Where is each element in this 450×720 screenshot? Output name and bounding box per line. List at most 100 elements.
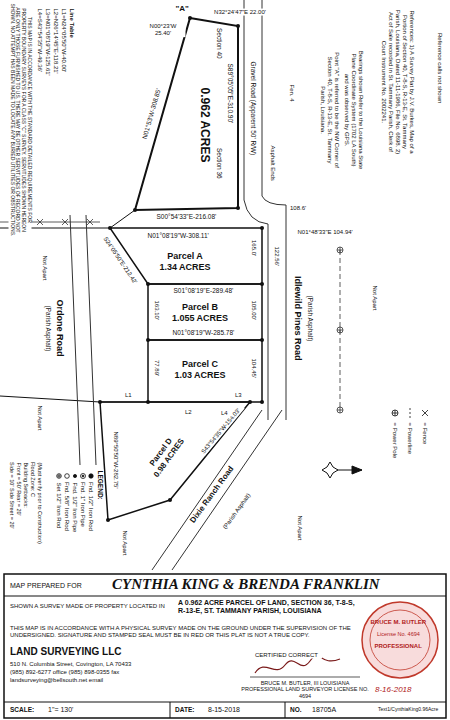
note: Not Apart [372,285,379,316]
seal-text: BRUCE M. BUTLER [370,619,431,626]
bearing-label: N01°48'33"E 104.94' [297,229,358,236]
note: Not Apart [42,255,49,286]
title-label: A 0.962 ACRE PARCEL OF LAND, SECTION 36,… [177,599,362,615]
legend-entry: Fnd. 1/2" Iron Rod [88,481,95,535]
bearing-label: S89°05'05"E-310.90' [226,63,233,128]
note: Not Apart [122,530,129,561]
table-cell: L1=N24°05'50"W-40.00' [61,7,68,76]
note: Front = 50' Rear = 20' [16,461,22,520]
iron-rod [236,24,240,28]
dimension-label: 77.89' [154,359,161,381]
note: Fen. 4 [289,84,296,107]
dimension-label: 122.56' [274,246,281,271]
boundary-line [0,18,262,520]
note: THIS MAP IS IN ACCORDANCE WITH THE STAND… [9,3,32,238]
date-label: DATE: [174,706,199,713]
company-info: 510 N. Columbia Street, Covington, LA 70… [9,661,136,668]
legend-symbol [57,474,62,479]
dimension-label: 165.0' [251,239,258,261]
table-cell: L2=N26°14'45"E-118.21' [53,7,60,78]
road-label: Idlewild Pines Road [293,275,303,365]
legend-heading: LEGEND: [96,469,103,504]
iron-rod [188,16,192,20]
bearing-label: N01°53'W-308.85' [140,83,163,141]
note: Not Apart [297,515,304,546]
point-label: "A" [175,4,194,13]
legend-symbol [422,410,428,416]
iron-rod [98,400,102,404]
boundary-line [148,284,262,340]
file-ref: Text1/CynthiaKing0.96Acre [377,707,443,713]
road-label: (Parish Asphalt) [306,295,313,346]
bearing-label: S00°54'33"E-216.08' [156,213,221,220]
legend-entry: = Fence [422,421,429,448]
surveyor-name: BRUCE M. BUTLER, III LOUISIANA PROFESSIO… [240,680,370,699]
note: Building Setbacks: [23,461,29,512]
bearing-label: N89°50'50"W-282.75' [113,431,120,494]
iron-rod [98,16,264,522]
note: Side = 10' Side Street = 20' [9,461,15,533]
section-label: Section 36 [215,147,222,183]
road-label: (Parish Asphalt) [221,489,255,532]
note: THIS MAP IS IN ACCORDANCE WITH A PHYSICA… [9,625,359,639]
iron-rod [146,400,150,404]
legend-symbol [392,410,398,416]
signature-date: 8-16-2018 [374,685,416,694]
dimension-label: 105.00' [251,300,258,325]
note: Reference calls not shown [437,32,444,108]
road-label: Asphalt Ends [270,145,277,186]
road-edge [244,0,268,420]
legend-symbol [57,474,61,478]
title-block [4,574,446,718]
legend-symbol [73,474,76,477]
road-label: Ordone Road [55,299,65,362]
parcel-area: Parcel C1.03 ACRES [168,357,233,383]
note: (Must verify prior to Construction) [37,461,43,548]
note: Bearings shown Refer to the Louisiana St… [344,48,365,173]
job-number: 18705A [311,706,341,714]
client-name: CYNTHIA KING & BRENDA FRANKLIN [111,576,384,593]
bearing-label: N00°23'W 25.40' [141,23,186,37]
road-edge [70,0,286,570]
parcel-acreage: 1.03 ACRES [171,370,230,381]
legend-entry: = Powerline [407,421,414,458]
title-label: MAP PREPARED FOR [9,582,86,590]
boundary-line [148,340,262,402]
section-label: Section 40 [215,27,222,63]
legend-symbol [410,408,411,418]
legend-entry: = Power Pole [392,421,399,462]
parcel-area: Parcel B1.055 ACRES [165,300,235,326]
parcel-name: Parcel C [171,359,230,370]
company-info: landsurveying@bellsouth.net email [9,677,108,684]
north-arrow [322,462,338,478]
surveyor-seal [362,602,438,678]
note: Not Apart [37,405,44,436]
road-label: (Parish Asphalt) [44,305,51,356]
surveyor-seal [370,610,430,670]
dimension-label: 108.6' [289,205,311,212]
seal-text: PROFESSIONAL [374,643,427,650]
parcel-acreage: 1.34 ACRES [156,262,215,273]
title-label: SHOWN A SURVEY MADE OF PROPERTY LOCATED … [9,603,169,610]
iron-rod [133,208,137,212]
scale-value: 1"= 130' [47,706,78,714]
powerline [337,247,343,413]
bearing-label: N01°08'19"W-308.11' [147,232,214,239]
legend-entry: Fnd. 5/8" Iron Rod [64,481,71,535]
note: References: 1) A Survey Plat by J.V. Bur… [381,5,415,160]
road-edge [70,215,96,465]
legend-entry: Fnd. 1" Iron Pipe [80,481,87,531]
title-block [4,596,446,718]
iron-rod [260,282,264,286]
iron-rod [260,338,264,342]
legend-symbol [65,474,70,479]
company-info: (985) 892-6277 office (985) 898-0355 fax [9,669,124,676]
seal-text: License No. 4694 [376,631,424,637]
line-callout: L2 [184,409,196,416]
note: Flood Zone: C [30,461,36,501]
iron-rod [146,338,150,342]
iron-rod [260,400,264,404]
parcel-name: Parcel A [156,251,215,262]
table-cell: L4=S43°54'35"W-49.36' [37,7,44,76]
iron-rod [248,400,252,404]
